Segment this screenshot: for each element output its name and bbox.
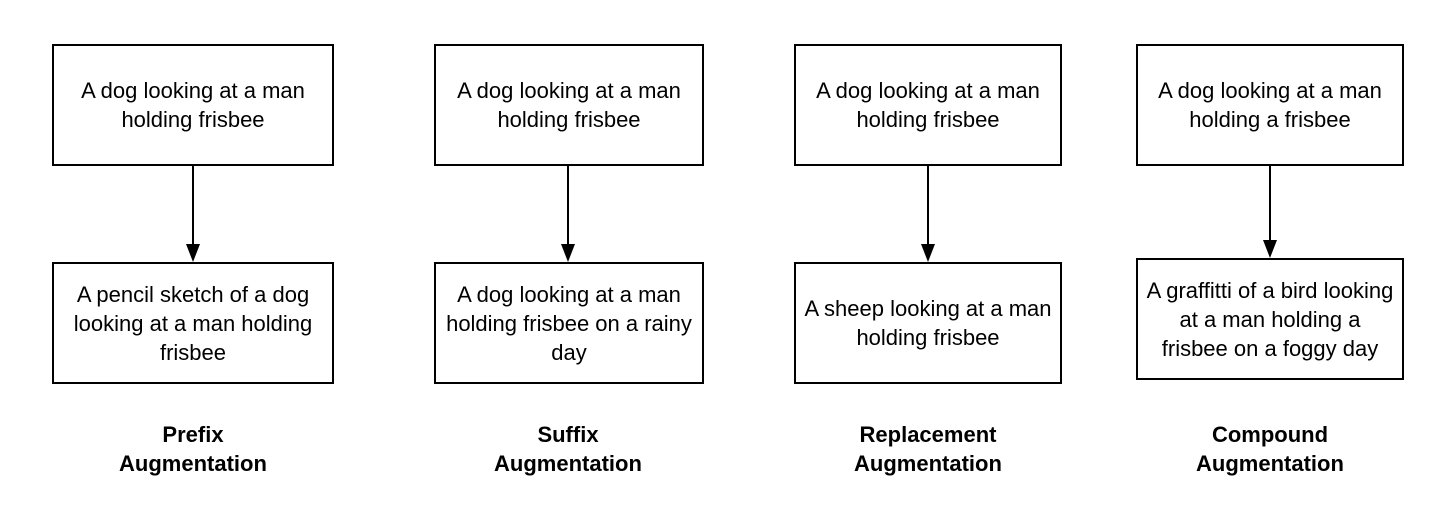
suffix-result-caption-box: A dog looking at a man holding frisbee o…	[434, 262, 704, 384]
arrow-prefix	[186, 166, 200, 262]
prefix-augmentation-label: Prefix Augmentation	[63, 420, 323, 478]
suffix-source-caption-box: A dog looking at a man holding frisbee	[434, 44, 704, 166]
arrow-suffix	[561, 166, 575, 262]
suffix-label-line1: Suffix	[537, 422, 599, 447]
replacement-source-caption-box: A dog looking at a man holding frisbee	[794, 44, 1062, 166]
compound-result-caption-box: A graffitti of a bird looking at a man h…	[1136, 258, 1404, 380]
prefix-result-text: A pencil sketch of a dog looking at a ma…	[73, 281, 313, 365]
suffix-result-text: A dog looking at a man holding frisbee o…	[446, 281, 692, 365]
prefix-label-line2: Augmentation	[119, 451, 267, 476]
replacement-result-caption-box: A sheep looking at a man holding frisbee	[794, 262, 1062, 384]
suffix-source-text: A dog looking at a man holding frisbee	[457, 78, 681, 132]
compound-result-text: A graffitti of a bird looking at a man h…	[1146, 277, 1394, 361]
compound-source-text: A dog looking at a man holding a frisbee	[1158, 78, 1382, 132]
prefix-result-caption-box: A pencil sketch of a dog looking at a ma…	[52, 262, 334, 384]
replacement-label-line2: Augmentation	[854, 451, 1002, 476]
arrow-compound	[1263, 166, 1277, 258]
replacement-augmentation-label: Replacement Augmentation	[798, 420, 1058, 478]
prefix-source-text: A dog looking at a man holding frisbee	[81, 78, 305, 132]
compound-label-line1: Compound	[1211, 422, 1329, 447]
compound-augmentation-label: Compound Augmentation	[1140, 420, 1400, 478]
suffix-augmentation-label: Suffix Augmentation	[438, 420, 698, 478]
compound-label-line2: Augmentation	[1196, 451, 1344, 476]
replacement-source-text: A dog looking at a man holding frisbee	[816, 78, 1040, 132]
prefix-label-line1: Prefix	[162, 422, 224, 447]
compound-source-caption-box: A dog looking at a man holding a frisbee	[1136, 44, 1404, 166]
replacement-result-text: A sheep looking at a man holding frisbee	[804, 296, 1052, 350]
suffix-label-line2: Augmentation	[494, 451, 642, 476]
prefix-source-caption-box: A dog looking at a man holding frisbee	[52, 44, 334, 166]
replacement-label-line1: Replacement	[859, 422, 997, 447]
arrow-replacement	[921, 166, 935, 262]
